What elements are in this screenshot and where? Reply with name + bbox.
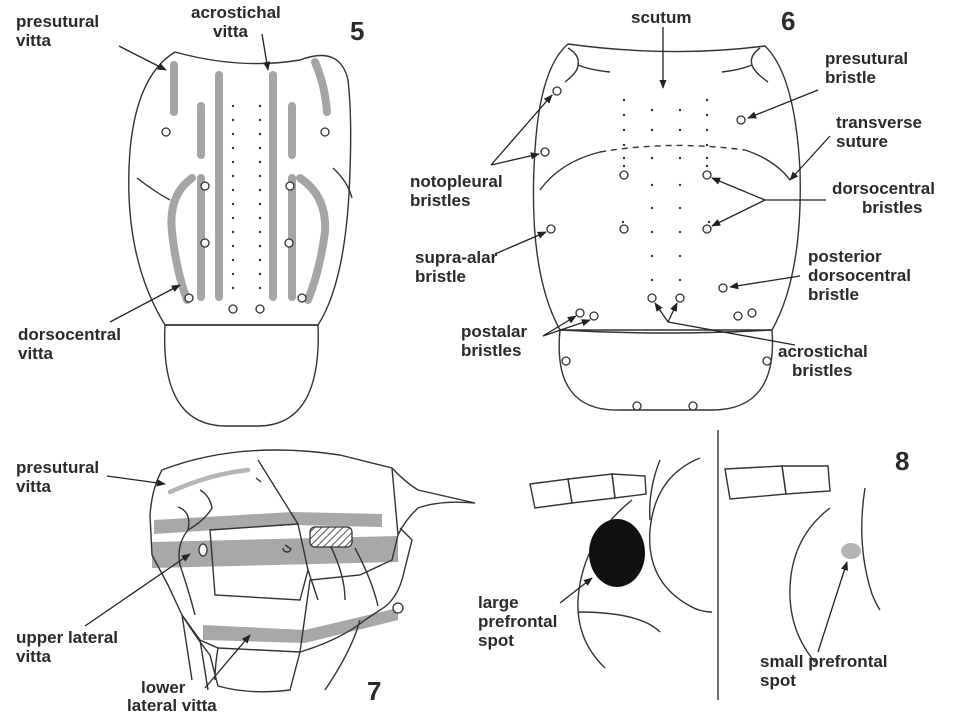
arrow-dorsocentral-vitta [110, 285, 180, 322]
label-presutural-vitta-lateral: presutural vitta [16, 458, 104, 496]
lateral-spiracle-anterior [199, 544, 207, 556]
wing-base-process [392, 468, 475, 535]
eye-outline-right [862, 488, 880, 610]
arrow-dorsocentral-lower [712, 200, 765, 226]
figure-number-5: 5 [350, 16, 364, 46]
figure-5-thorax-dorsal-vittae: presutural vitta acrostichal vitta dorso… [16, 3, 364, 426]
label-dorsocentral-bristles: dorsocentral bristles [832, 179, 940, 217]
figure-6-thorax-dorsal-bristles: scutum presutural bristle transverse sut… [410, 6, 940, 410]
figure-number-8: 8 [895, 446, 909, 476]
arrow-upper-lateral-vitta [85, 554, 190, 626]
label-small-prefrontal-spot: small prefrontal spot [760, 652, 892, 690]
arrow-acrostichal-upper [655, 303, 668, 322]
acrostichal-dot-row-right [259, 105, 261, 289]
arrow-small-prefrontal-spot [818, 562, 847, 652]
dorsocentral-vitta-left-arc [171, 178, 192, 300]
scutum-outline [533, 44, 800, 330]
hatched-spot [310, 527, 352, 547]
antenna-segment-1-left [530, 479, 572, 508]
transverse-suture-dashed [600, 145, 745, 152]
label-posterior-dorsocentral-bristle: posterior dorsocentral bristle [808, 247, 916, 304]
antenna-segment-2-left [568, 474, 615, 503]
thorax-lateral-band-mid [152, 536, 398, 568]
face-lower-left [578, 612, 660, 632]
antenna-segment-3-left [612, 474, 646, 498]
arrow-presutural-bristle [748, 90, 818, 118]
transverse-suture-right [745, 150, 790, 180]
label-scutum: scutum [631, 8, 691, 27]
arrow-large-prefrontal-spot [560, 578, 592, 603]
antenna-segment-1-right [725, 466, 786, 499]
transverse-suture-left [137, 178, 170, 200]
scutellum-outline [559, 330, 772, 410]
presutural-vitta-right [315, 62, 327, 112]
bristle-sockets [162, 128, 329, 313]
humeral-callus-right-inner [722, 65, 752, 72]
figure-number-6: 6 [781, 6, 795, 36]
label-notopleural-bristles: notopleural bristles [410, 172, 507, 210]
label-lower-lateral-vitta: lower lateral vitta [127, 678, 217, 715]
dorsocentral-vitta-right-arc [300, 178, 325, 300]
large-prefrontal-spot [589, 519, 645, 587]
eye-outline-left [650, 458, 712, 612]
transverse-suture-left [540, 152, 600, 190]
figure-number-7: 7 [367, 676, 381, 706]
label-upper-lateral-vitta: upper lateral vitta [16, 628, 123, 666]
label-postalar-bristles: postalar bristles [461, 322, 532, 360]
arrow-supra-alar [495, 232, 546, 254]
arrow-transverse-suture [790, 136, 830, 180]
label-dorsocentral-vitta: dorsocentral vitta [18, 325, 126, 363]
eye-outline-left-inner [650, 460, 660, 520]
humeral-callus-left [565, 48, 578, 82]
figure-8-head-prefrontal-spots: large prefrontal spot small prefrontal s… [478, 430, 909, 700]
bristle-sockets [541, 87, 771, 410]
label-acrostichal-vitta: acrostichal vitta [191, 3, 286, 41]
label-supra-alar-bristle: supra-alar bristle [415, 248, 502, 286]
small-prefrontal-spot [841, 543, 861, 559]
label-presutural-vitta: presutural vitta [16, 12, 104, 50]
arrow-acrostichal-vitta [262, 34, 268, 70]
arrow-presutural-vitta-lateral [107, 476, 165, 484]
label-large-prefrontal-spot: large prefrontal spot [478, 593, 562, 650]
figure-7-thorax-lateral-vittae: presutural vitta upper lateral vitta low… [16, 450, 475, 715]
label-presutural-bristle: presutural bristle [825, 49, 913, 87]
arrow-presutural-vitta [119, 46, 166, 70]
humeral-callus-left-inner [578, 65, 610, 72]
anterior-pleural-line [180, 565, 195, 615]
arrow-dorsocentral-upper [712, 178, 765, 200]
arrow-acrostichal-lower [668, 303, 677, 322]
label-transverse-suture: transverse suture [836, 113, 927, 151]
presutural-vitta-lateral [170, 470, 248, 492]
antenna-segment-2-right [782, 466, 830, 494]
humeral-callus-right [751, 48, 768, 82]
lower-lateral-vitta-band [203, 608, 398, 643]
acrostichal-dot-rows [622, 99, 710, 281]
acrostichal-dot-row-left [232, 105, 234, 289]
lateral-spiracle-posterior [393, 603, 403, 613]
arrow-notopleural-lower [491, 154, 539, 165]
frons-outline-right [790, 508, 830, 662]
scutellum-outline [165, 325, 319, 426]
label-acrostichal-bristles: acrostichal bristles [778, 342, 873, 380]
